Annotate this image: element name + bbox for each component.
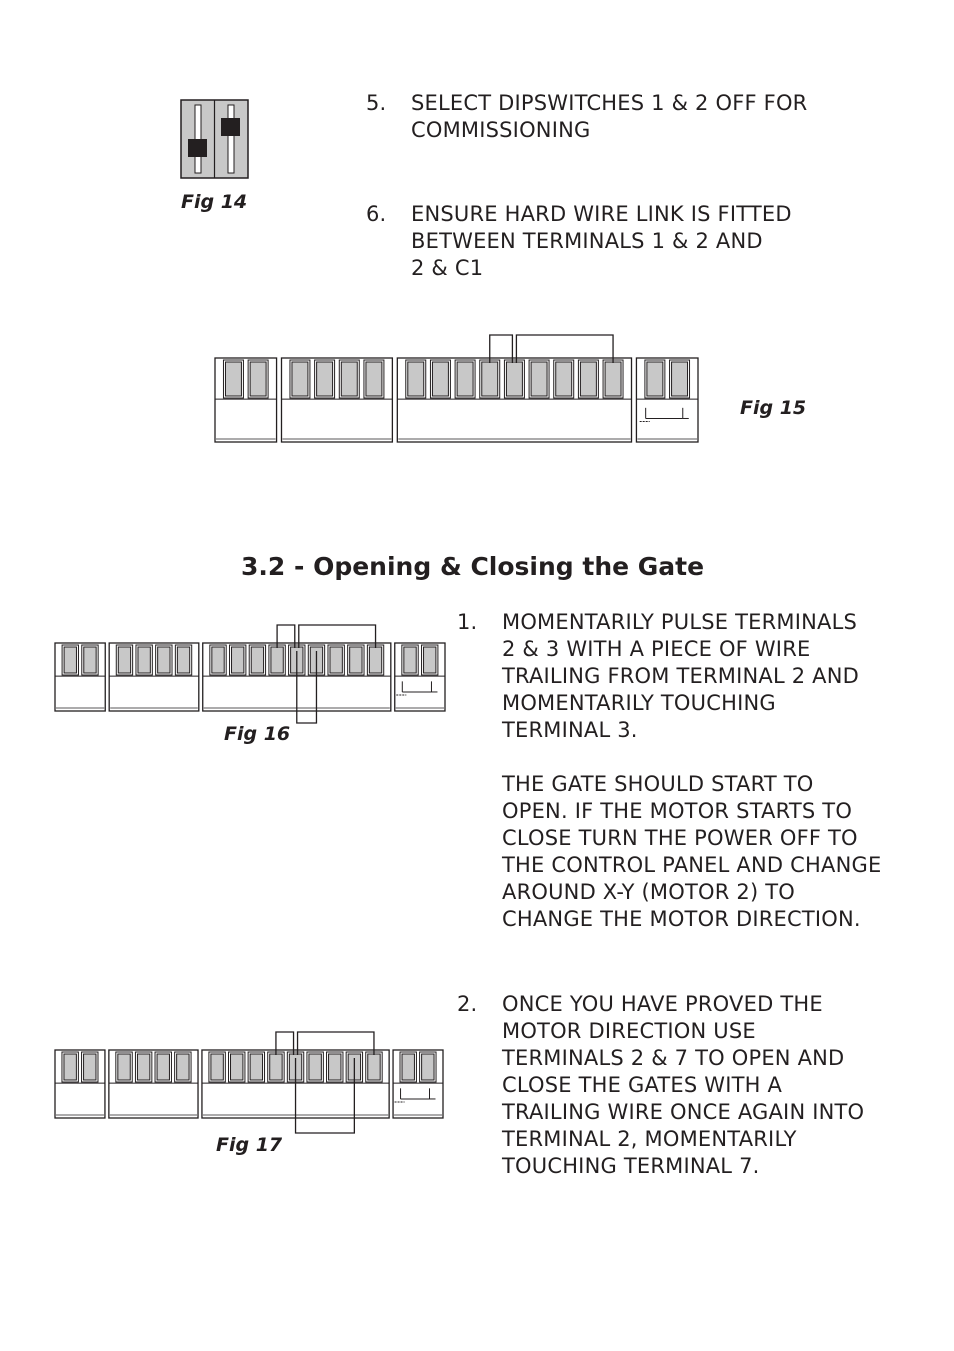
dipswitch-diagram: [180, 99, 249, 179]
wire-link: [515, 334, 614, 363]
terminal-screw: [211, 646, 225, 674]
terminal-screw: [249, 1053, 264, 1081]
terminal-strip-fig16: [54, 624, 446, 724]
terminal-screw: [230, 1053, 244, 1081]
terminal-screw: [328, 1053, 342, 1081]
fig14-label: Fig 14: [181, 191, 248, 213]
terminal-screw: [349, 646, 363, 674]
step-2-line: TERMINAL 2, MOMENTARILY: [502, 1127, 797, 1151]
terminal-strip-fig17: [54, 1031, 444, 1134]
terminal-screw: [63, 1053, 77, 1081]
terminal-screw: [555, 361, 573, 397]
terminal-screw: [646, 361, 664, 397]
terminal-screw: [579, 361, 597, 397]
terminal-screw: [176, 1053, 190, 1081]
trailing-wire: [296, 651, 318, 724]
terminal-screw: [83, 646, 97, 674]
wire-link: [275, 1031, 295, 1055]
step-1-note-line: CLOSE TURN THE POWER OFF TO: [502, 826, 858, 850]
terminal-screw: [316, 361, 334, 397]
step-2-number: 2.: [457, 992, 478, 1016]
terminal-screw: [308, 1053, 322, 1081]
step-2-line: CLOSE THE GATES WITH A: [502, 1073, 783, 1097]
terminal-screw: [368, 646, 383, 674]
terminal-screw: [157, 646, 171, 674]
step-1-note-line: AROUND X-Y (MOTOR 2) TO: [502, 880, 795, 904]
step-2-line: ONCE YOU HAVE PROVED THE: [502, 992, 823, 1016]
terminal-screw: [156, 1053, 170, 1081]
trailing-wire: [294, 1058, 356, 1134]
fig17-label: Fig 17: [216, 1134, 283, 1156]
terminal-screw: [63, 646, 77, 674]
step-1-line: MOMENTARILY TOUCHING: [502, 691, 776, 715]
step-5-number: 5.: [366, 91, 387, 115]
section-heading: 3.2 - Opening & Closing the Gate: [241, 552, 705, 581]
step-5-line: COMMISSIONING: [411, 118, 591, 142]
step-6-number: 6.: [366, 202, 387, 226]
step-1-note-line: THE GATE SHOULD START TO: [502, 772, 814, 796]
step-1-line: TRAILING FROM TERMINAL 2 AND: [502, 664, 860, 688]
terminal-screw: [83, 1053, 97, 1081]
step-2-line: TOUCHING TERMINAL 7.: [502, 1154, 760, 1178]
terminal-screw: [250, 646, 265, 674]
terminal-screw: [423, 646, 437, 674]
terminal-screw: [403, 646, 417, 674]
wire-link: [296, 1031, 375, 1055]
step-6-line: BETWEEN TERMINALS 1 & 2 AND: [411, 229, 763, 253]
step-2-line: TERMINALS 2 & 7 TO OPEN AND: [502, 1046, 845, 1070]
terminal-screw: [340, 361, 358, 397]
step-2-line: TRAILING WIRE ONCE AGAIN INTO: [502, 1100, 865, 1124]
step-1-line: MOMENTARILY PULSE TERMINALS: [502, 610, 858, 634]
terminal-screw: [365, 361, 383, 397]
terminal-screw: [401, 1053, 415, 1081]
terminal-screw: [269, 1053, 283, 1081]
terminal-screw: [291, 361, 309, 397]
terminal-screw: [456, 361, 474, 397]
step-6-line: 2 & C1: [411, 256, 484, 280]
terminal-strip-fig15: [214, 334, 699, 443]
terminal-screw: [671, 361, 689, 397]
terminal-screw: [407, 361, 425, 397]
terminal-screw: [270, 646, 284, 674]
fig15-label: Fig 15: [740, 397, 807, 419]
terminal-screw: [481, 361, 499, 397]
terminal-screw: [367, 1053, 381, 1081]
terminal-screw: [505, 361, 523, 397]
step-1-number: 1.: [457, 610, 478, 634]
terminal-screw: [117, 1053, 131, 1081]
terminal-screw: [329, 646, 343, 674]
wire-link: [298, 624, 377, 648]
fig16-label: Fig 16: [224, 723, 291, 745]
step-1-note-line: CHANGE THE MOTOR DIRECTION.: [502, 907, 861, 931]
step-1-note-line: THE CONTROL PANEL AND CHANGE: [502, 853, 882, 877]
terminal-screw: [210, 1053, 224, 1081]
terminal-screw: [136, 1053, 151, 1081]
wire-link: [489, 334, 514, 363]
step-5-line: SELECT DIPSWITCHES 1 & 2 OFF FOR: [411, 91, 808, 115]
step-1-line: TERMINAL 3.: [502, 718, 638, 742]
terminal-screw: [117, 646, 132, 674]
step-2-line: MOTOR DIRECTION USE: [502, 1019, 756, 1043]
terminal-screw: [249, 361, 267, 397]
terminal-screw: [530, 361, 548, 397]
terminal-screw: [137, 646, 151, 674]
spacer: [502, 744, 881, 771]
terminal-screw: [431, 361, 449, 397]
terminal-screw: [231, 646, 245, 674]
terminal-screw: [224, 361, 242, 397]
terminal-screw: [421, 1053, 435, 1081]
terminal-screw: [604, 361, 622, 397]
wire-link: [276, 624, 296, 648]
step-1-line: 2 & 3 WITH A PIECE OF WIRE: [502, 637, 811, 661]
terminal-screw: [176, 646, 191, 674]
step-1-note-line: OPEN. IF THE MOTOR STARTS TO: [502, 799, 853, 823]
step-6-line: ENSURE HARD WIRE LINK IS FITTED: [411, 202, 792, 226]
